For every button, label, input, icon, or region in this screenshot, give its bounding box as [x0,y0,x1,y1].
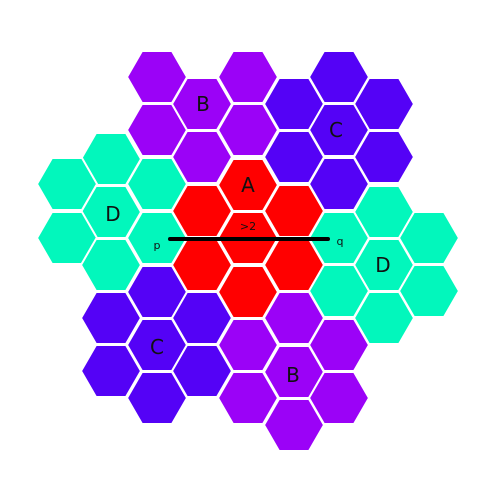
segment-end-label: q [337,235,344,248]
label-b-top: B [196,92,210,116]
hex-tile-c-bottom-5 [79,344,143,398]
label-d-right: D [375,253,390,277]
cluster-b-bottom [216,291,371,452]
cluster-b-top [125,50,280,184]
label-c-top: C [329,118,343,142]
hex-tile-b-bottom-7 [262,398,326,452]
label-d-left: D [105,202,120,226]
label-a: A [241,173,255,197]
hex-tile-d-left-3 [125,157,189,211]
label-b-bottom: B [286,363,300,387]
label-c-bottom: C [150,335,164,359]
cluster-d-right [307,185,461,345]
cluster-d-left [35,132,189,292]
cluster-c-bottom [79,265,234,425]
hex-tile-b-bottom-5 [216,371,280,425]
hex-tile-c-bottom-7 [125,371,189,425]
cluster-c-top [262,50,416,211]
segment-length-label: >2 [240,220,256,233]
hex-tile-d-left-6 [125,211,189,265]
segment-start-label: p [154,239,161,252]
